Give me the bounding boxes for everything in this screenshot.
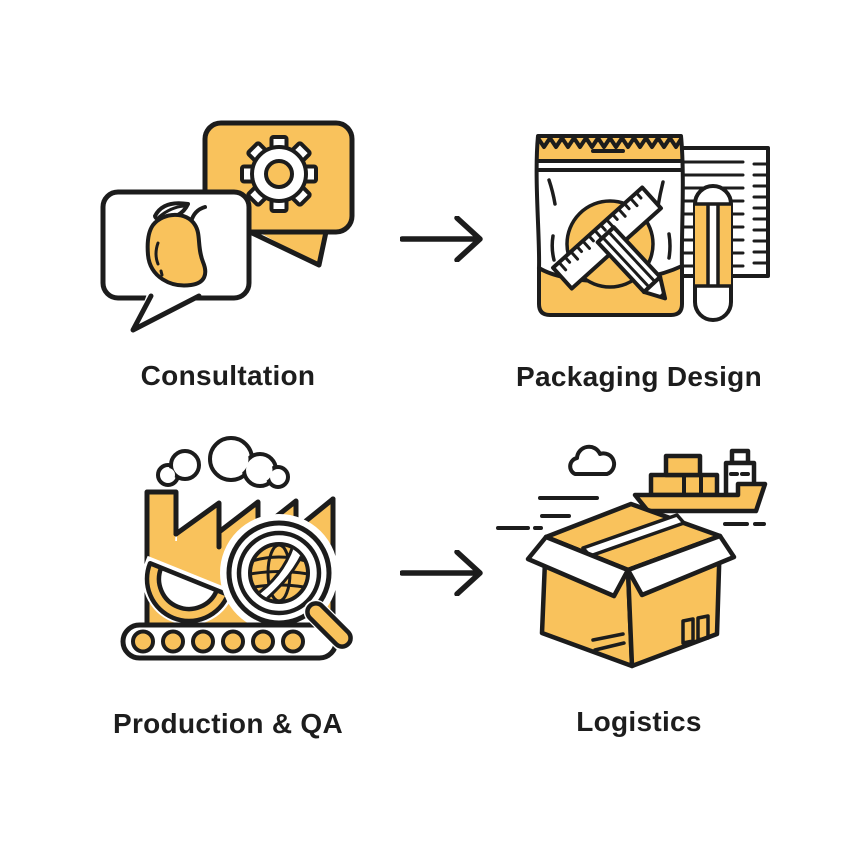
cargo-ship-icon — [632, 448, 768, 514]
step-label-consultation: Consultation — [140, 360, 316, 391]
step-label-logistics: Logistics — [576, 706, 702, 737]
shipping-box-icon — [525, 501, 737, 669]
chat-bubble-tail — [248, 226, 327, 266]
pouch-bag — [534, 134, 685, 317]
production-qa-icon — [120, 436, 356, 661]
smoke-cloud-icon — [156, 436, 290, 489]
consultation-icon — [100, 120, 355, 333]
globe-icon — [248, 542, 310, 604]
arrow-right-icon — [400, 216, 483, 262]
box-label-lines — [591, 632, 626, 652]
logistics-icon — [496, 444, 768, 669]
pencil-icon — [693, 184, 733, 322]
magnifier-globe-icon — [220, 514, 338, 632]
magnifier-handle — [303, 599, 356, 652]
box-vents — [681, 614, 710, 645]
conveyor-belt-icon — [120, 622, 339, 661]
cloud-icon — [568, 444, 617, 476]
mango-slice-icon — [142, 555, 235, 626]
step-label-production-qa: Production & QA — [112, 708, 344, 739]
chat-bubble-tail — [130, 293, 202, 333]
arrow-right-icon — [400, 550, 483, 596]
packaging-design-icon — [534, 134, 770, 322]
pencil-icon — [595, 225, 668, 301]
gear-icon — [240, 135, 318, 213]
step-label-packaging-design: Packaging Design — [516, 361, 762, 392]
speed-lines — [496, 496, 766, 530]
mango-icon — [145, 201, 208, 288]
